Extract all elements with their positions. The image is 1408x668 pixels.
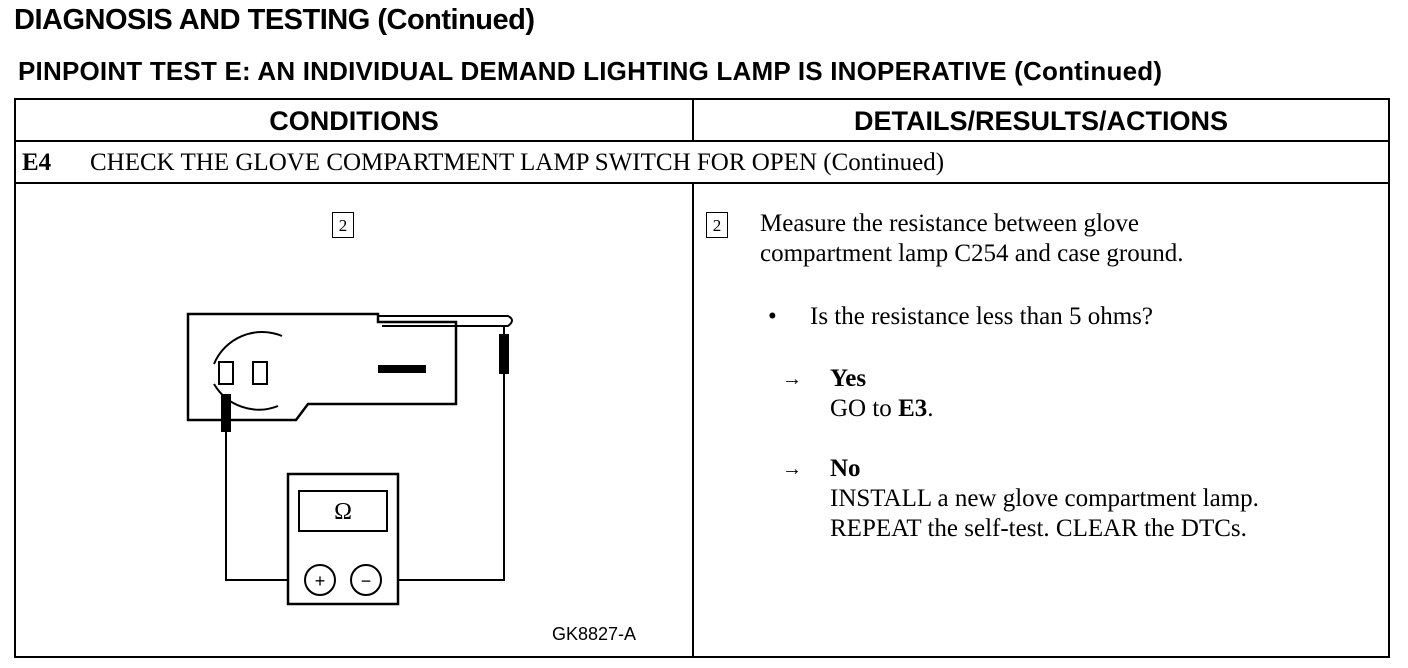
details-column-header: DETAILS/RESULTS/ACTIONS: [853, 106, 1228, 136]
instruction-line-2: compartment lamp C254 and case ground.: [760, 240, 1184, 267]
no-arrow-icon: →: [782, 458, 802, 480]
plus-symbol: +: [315, 571, 326, 591]
bullet: •: [768, 303, 777, 330]
yes-action: GO to E3.: [830, 395, 934, 422]
details-cell: 2 Measure the resistance between glove c…: [694, 184, 1388, 656]
step-id: E4: [22, 149, 52, 176]
question: Is the resistance less than 5 ohms?: [810, 303, 1153, 330]
terminal-2: [252, 361, 268, 385]
positive-lead: [225, 432, 288, 581]
positive-jack: [304, 564, 336, 596]
header-divider: [692, 100, 694, 142]
details-step-number: 2: [706, 212, 728, 238]
no-action-line-2: REPEAT the self-test. CLEAR the DTCs.: [830, 515, 1247, 542]
pinpoint-test-title: PINPOINT TEST E: AN INDIVIDUAL DEMAND LI…: [18, 56, 1163, 86]
meter-display: [298, 490, 388, 532]
yes-arrow-icon: →: [782, 368, 802, 390]
conditions-step-number: 2: [332, 212, 354, 238]
conditions-cell: 2 Ω + −: [16, 184, 692, 656]
meter-symbol: Ω: [334, 499, 352, 525]
terminal-1: [218, 361, 234, 385]
negative-probe: [499, 334, 509, 374]
step-title: CHECK THE GLOVE COMPARTMENT LAMP SWITCH …: [90, 149, 945, 176]
ground-bar: [378, 365, 426, 373]
negative-lead: [384, 374, 505, 581]
yes-label: Yes: [830, 365, 867, 392]
no-label: No: [830, 455, 861, 482]
page-title: DIAGNOSIS AND TESTING (Continued): [14, 4, 535, 36]
case-probe-wire: [377, 315, 513, 327]
pinpoint-test-table: CONDITIONS DETAILS/RESULTS/ACTIONS E4 CH…: [14, 98, 1390, 658]
body-divider: [692, 184, 694, 656]
table-header-row: CONDITIONS DETAILS/RESULTS/ACTIONS: [16, 100, 1388, 142]
yes-action-target: E3: [898, 395, 928, 422]
instruction-line-1: Measure the resistance between glove: [760, 210, 1140, 237]
minus-symbol: −: [361, 571, 372, 591]
figure-code: GK8827-A: [552, 624, 637, 644]
connector-outline: [213, 331, 283, 411]
step-row: E4 CHECK THE GLOVE COMPARTMENT LAMP SWIT…: [16, 142, 1388, 184]
positive-probe: [221, 394, 231, 432]
conditions-column-header: CONDITIONS: [269, 106, 439, 136]
no-action-line-1: INSTALL a new glove compartment lamp.: [830, 485, 1259, 512]
negative-jack: [350, 564, 382, 596]
glove-lamp-test-diagram: Ω + −: [186, 312, 513, 606]
